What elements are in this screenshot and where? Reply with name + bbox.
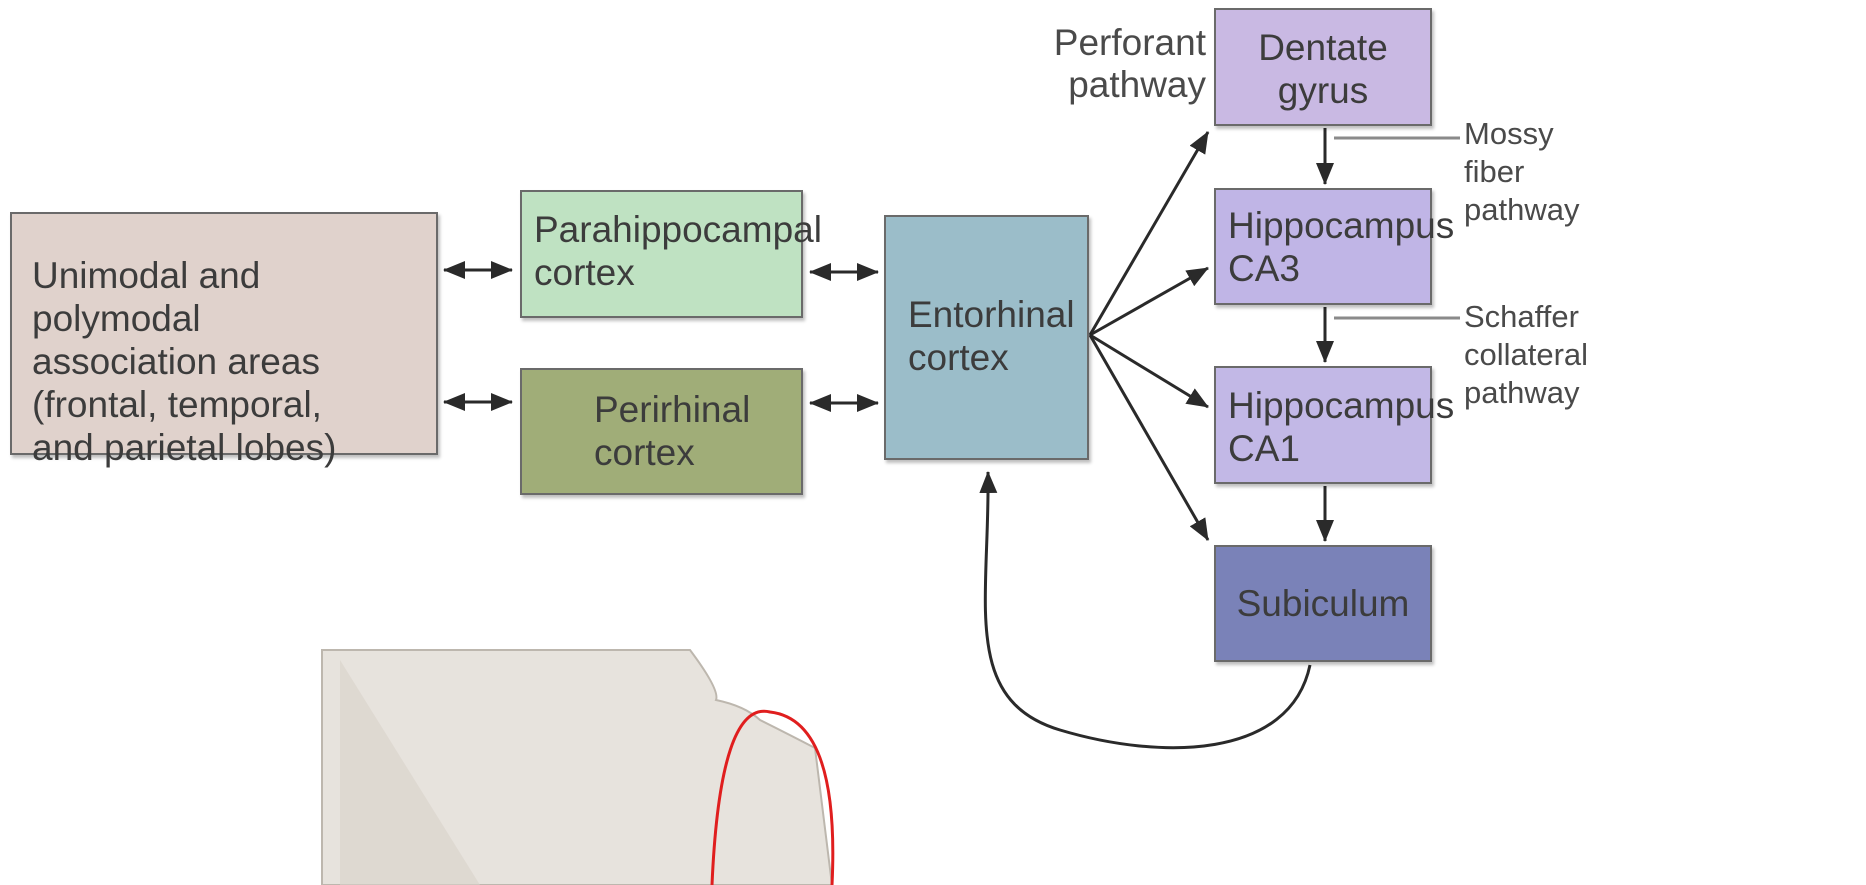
perirhinal-line-1: Perirhinal (594, 389, 751, 430)
schaffer-line-1: Schaffer (1464, 299, 1579, 334)
dentate-line-2: gyrus (1277, 70, 1369, 111)
perforant-pathway-label: Perforant pathway (1050, 22, 1206, 106)
schaffer-line-3: pathway (1464, 375, 1580, 410)
annotation-circle (710, 709, 835, 885)
arrow-entorhinal-subiculum (1088, 334, 1210, 541)
association-line-1: Unimodal and polymodal (32, 255, 261, 339)
schaffer-collateral-pathway-label: Schaffer collateral pathway (1464, 298, 1588, 412)
ca3-line-2: CA3 (1228, 248, 1300, 289)
perirhinal-line-2: cortex (594, 432, 695, 473)
association-line-3: (frontal, temporal, (32, 384, 322, 425)
parahippocampal-line-1: Parahippocampal (534, 209, 822, 250)
ca3-line-1: Hippocampus (1228, 205, 1455, 246)
perirhinal-cortex-box: Perirhinal cortex (520, 368, 803, 495)
mossy-fiber-pathway-label: Mossy fiber pathway (1464, 115, 1579, 229)
entorhinal-line-1: Entorhinal (908, 294, 1075, 335)
mossy-line-1: Mossy (1464, 116, 1554, 151)
hippocampus-ca3-box: Hippocampus CA3 (1214, 188, 1455, 305)
arrow-subiculum-entorhinal (979, 471, 1312, 750)
ca1-line-1: Hippocampus (1228, 385, 1455, 426)
hippocampus-ca1-box: Hippocampus CA1 (1214, 366, 1455, 484)
mossy-line-3: pathway (1464, 192, 1580, 227)
dentate-line-1: Dentate (1258, 27, 1388, 68)
arrow-entorhinal-ca1 (1089, 333, 1209, 409)
association-areas-box: Unimodal and polymodal association areas… (10, 212, 438, 468)
brain-photo-fragment (321, 649, 834, 885)
entorhinal-line-2: cortex (908, 337, 1009, 378)
association-line-2: association areas (32, 341, 320, 382)
brain-photo-shading (340, 660, 480, 885)
parahippocampal-line-2: cortex (534, 252, 635, 293)
parahippocampal-cortex-box: Parahippocampal cortex (520, 190, 822, 318)
entorhinal-cortex-box: Entorhinal cortex (884, 215, 1089, 460)
association-line-4: and parietal lobes) (32, 427, 337, 468)
dentate-gyrus-box: Dentate gyrus (1214, 8, 1432, 126)
ca1-line-2: CA1 (1228, 428, 1300, 469)
subiculum-box: Subiculum (1214, 545, 1432, 662)
perforant-line-2: pathway (1068, 64, 1206, 105)
arrow-entorhinal-ca3 (1089, 266, 1209, 337)
schaffer-line-2: collateral (1464, 337, 1589, 372)
subiculum-line-1: Subiculum (1236, 583, 1410, 624)
mossy-line-2: fiber (1464, 154, 1525, 189)
perforant-line-1: Perforant (1053, 22, 1206, 63)
arrow-entorhinal-dentate (1088, 131, 1210, 336)
